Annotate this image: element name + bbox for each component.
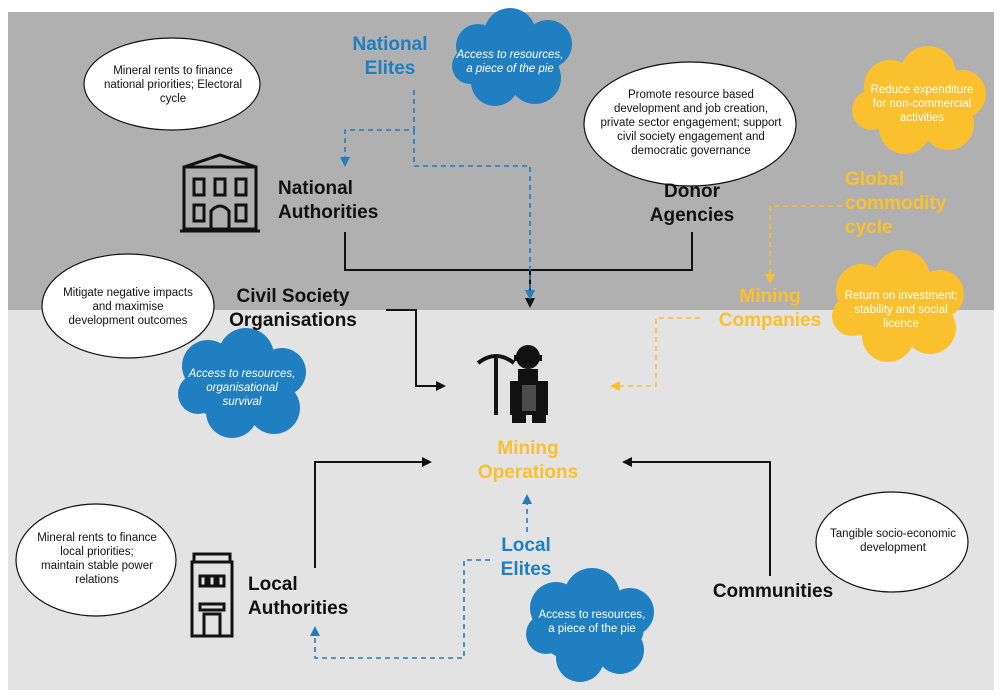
cloud-local-authorities — [15, 503, 177, 617]
actor-mining-operations: Mining Operations — [477, 438, 579, 483]
actor-local-elites: Local Elites — [500, 535, 552, 580]
cloud-text-local-elites: Access to resources, a piece of the pie — [538, 609, 646, 635]
arrow-local-elites-to-local-authorities — [310, 559, 490, 659]
government-building-icon — [180, 153, 260, 233]
solid-arrows — [314, 232, 771, 576]
arrow-global-cycle-to-companies — [765, 205, 842, 284]
cloud-text-national-authorities: Mineral rents to finance national priori… — [103, 65, 243, 105]
cloud-text-civil-society: Mitigate negative impacts and maximise d… — [63, 287, 193, 327]
arrow-companies-to-operations — [610, 317, 700, 391]
cloud-national-elites — [452, 8, 572, 106]
cloud-text-civil-society-blue: Access to resources, organisational surv… — [188, 368, 296, 408]
cloud-text-communities: Tangible socio-economic development — [830, 528, 956, 554]
cloud-civil-society — [41, 253, 215, 359]
arrow-communities-to-operations — [622, 457, 771, 576]
actor-global-commodity-cycle: Global commodity cycle — [845, 169, 947, 238]
actor-mining-companies: Mining Companies — [718, 286, 822, 331]
arrow-elites-to-operations — [413, 130, 535, 300]
cloud-text-mining-companies: Return on investment; stability and soci… — [844, 290, 958, 330]
cloud-national-authorities — [83, 37, 261, 131]
arrow-civil-society-to-operations — [386, 309, 446, 391]
townhouse-icon — [190, 552, 234, 638]
cloud-communities — [815, 491, 969, 593]
cloud-local-elites — [526, 568, 654, 682]
actor-communities: Communities — [712, 581, 834, 602]
cloud-text-national-elites: Access to resources, a piece of the pie — [456, 49, 564, 75]
local-level-band — [8, 310, 994, 690]
actor-civil-society: Civil Society Organisations — [229, 286, 357, 331]
cloud-text-local-authorities: Mineral rents to finance local prioritie… — [37, 532, 157, 586]
arrow-local-authorities-to-operations — [314, 457, 432, 568]
cloud-mining-companies — [832, 250, 964, 362]
cloud-text-donor: Promote resource based development and j… — [600, 89, 782, 157]
cloud-civil-society-blue — [178, 328, 306, 438]
cloud-shapes — [15, 8, 986, 682]
miner-with-pickaxe-icon — [476, 345, 548, 423]
actor-national-elites: National Elites — [352, 34, 428, 79]
arrow-elites-to-national-authorities — [340, 90, 415, 167]
dashed-yellow-arrows — [610, 205, 842, 391]
cloud-donor — [583, 61, 797, 187]
actor-national-authorities: National Authorities — [278, 178, 379, 223]
cloud-text-global-cycle: Reduce expenditure for non-commercial ac… — [870, 84, 974, 124]
cloud-global-cycle — [852, 46, 986, 154]
actor-local-authorities: Local Authorities — [248, 574, 349, 619]
dashed-blue-arrows — [310, 90, 535, 659]
actor-donor-agencies: Donor Agencies — [649, 181, 735, 226]
arrow-national-donor-to-operations — [344, 232, 693, 271]
